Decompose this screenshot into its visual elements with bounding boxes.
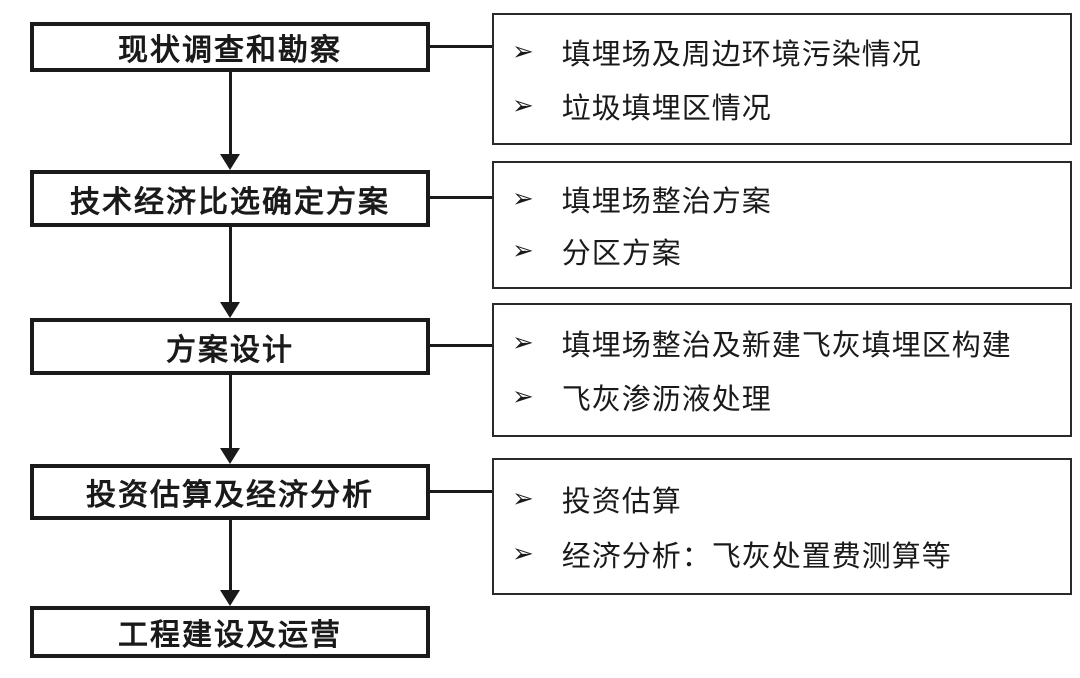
down-arrow (219, 72, 241, 170)
step-box-construction-operation: 工程建设及运营 (30, 606, 430, 658)
step-box-investment-analysis: 投资估算及经济分析 (30, 464, 430, 520)
step-label: 现状调查和勘察 (118, 33, 342, 68)
arrow-shaft (228, 375, 232, 448)
connector-line (430, 344, 492, 347)
detail-box-investment-analysis: ➢ 投资估算 ➢ 经济分析：飞灰处置费测算等 (492, 458, 1072, 595)
arrowhead-down-icon (220, 448, 240, 464)
detail-box-site-survey: ➢ 填埋场及周边环境污染情况 ➢ 垃圾填埋区情况 (492, 13, 1072, 145)
connector-line (430, 490, 492, 493)
down-arrow (219, 375, 241, 464)
arrowhead-down-icon (220, 154, 240, 170)
detail-item: ➢ 飞灰渗沥液处理 (512, 376, 1060, 418)
arrowhead-bullet-icon: ➢ (512, 91, 534, 121)
arrowhead-bullet-icon: ➢ (512, 236, 534, 267)
detail-item: ➢ 投资估算 (512, 478, 1060, 520)
detail-text: 填埋场整治方案 (561, 183, 772, 218)
arrowhead-bullet-icon: ➢ (512, 183, 534, 214)
step-box-tech-economic-comparison: 技术经济比选确定方案 (30, 170, 430, 227)
connector-line (430, 196, 492, 199)
connector-line (430, 45, 492, 48)
detail-text: 填埋场及周边环境污染情况 (561, 37, 922, 71)
detail-item: ➢ 填埋场及周边环境污染情况 (512, 31, 1060, 73)
detail-item: ➢ 填埋场整治及新建飞灰填埋区构建 (512, 322, 1060, 364)
down-arrow (219, 520, 241, 606)
detail-item: ➢ 垃圾填埋区情况 (512, 85, 1060, 127)
arrowhead-bullet-icon: ➢ (512, 539, 534, 570)
arrowhead-bullet-icon: ➢ (512, 37, 534, 67)
step-label: 投资估算及经济分析 (86, 478, 374, 513)
step-label: 技术经济比选确定方案 (70, 184, 390, 220)
arrow-shaft (228, 227, 232, 302)
detail-item: ➢ 填埋场整治方案 (512, 178, 1060, 220)
step-label: 工程建设及运营 (118, 618, 342, 653)
arrowhead-down-icon (220, 590, 240, 606)
detail-text: 填埋场整治及新建飞灰填埋区构建 (561, 327, 1012, 362)
detail-text: 飞灰渗沥液处理 (561, 382, 772, 417)
arrow-shaft (228, 72, 232, 154)
arrowhead-bullet-icon: ➢ (512, 483, 534, 514)
detail-text: 经济分析：飞灰处置费测算等 (561, 539, 952, 574)
step-box-site-survey: 现状调查和勘察 (30, 22, 430, 72)
arrowhead-bullet-icon: ➢ (512, 382, 534, 413)
detail-item: ➢ 经济分析：飞灰处置费测算等 (512, 533, 1060, 575)
arrowhead-down-icon (220, 302, 240, 318)
detail-box-tech-economic-comparison: ➢ 填埋场整治方案 ➢ 分区方案 (492, 161, 1072, 289)
step-box-scheme-design: 方案设计 (30, 318, 430, 375)
step-label: 方案设计 (166, 332, 294, 368)
detail-text: 分区方案 (561, 236, 682, 271)
detail-text: 垃圾填埋区情况 (561, 91, 772, 125)
detail-item: ➢ 分区方案 (512, 230, 1060, 272)
detail-box-scheme-design: ➢ 填埋场整治及新建飞灰填埋区构建 ➢ 飞灰渗沥液处理 (492, 303, 1072, 437)
arrow-shaft (228, 520, 232, 590)
arrowhead-bullet-icon: ➢ (512, 327, 534, 358)
down-arrow (219, 227, 241, 318)
detail-text: 投资估算 (561, 483, 682, 518)
